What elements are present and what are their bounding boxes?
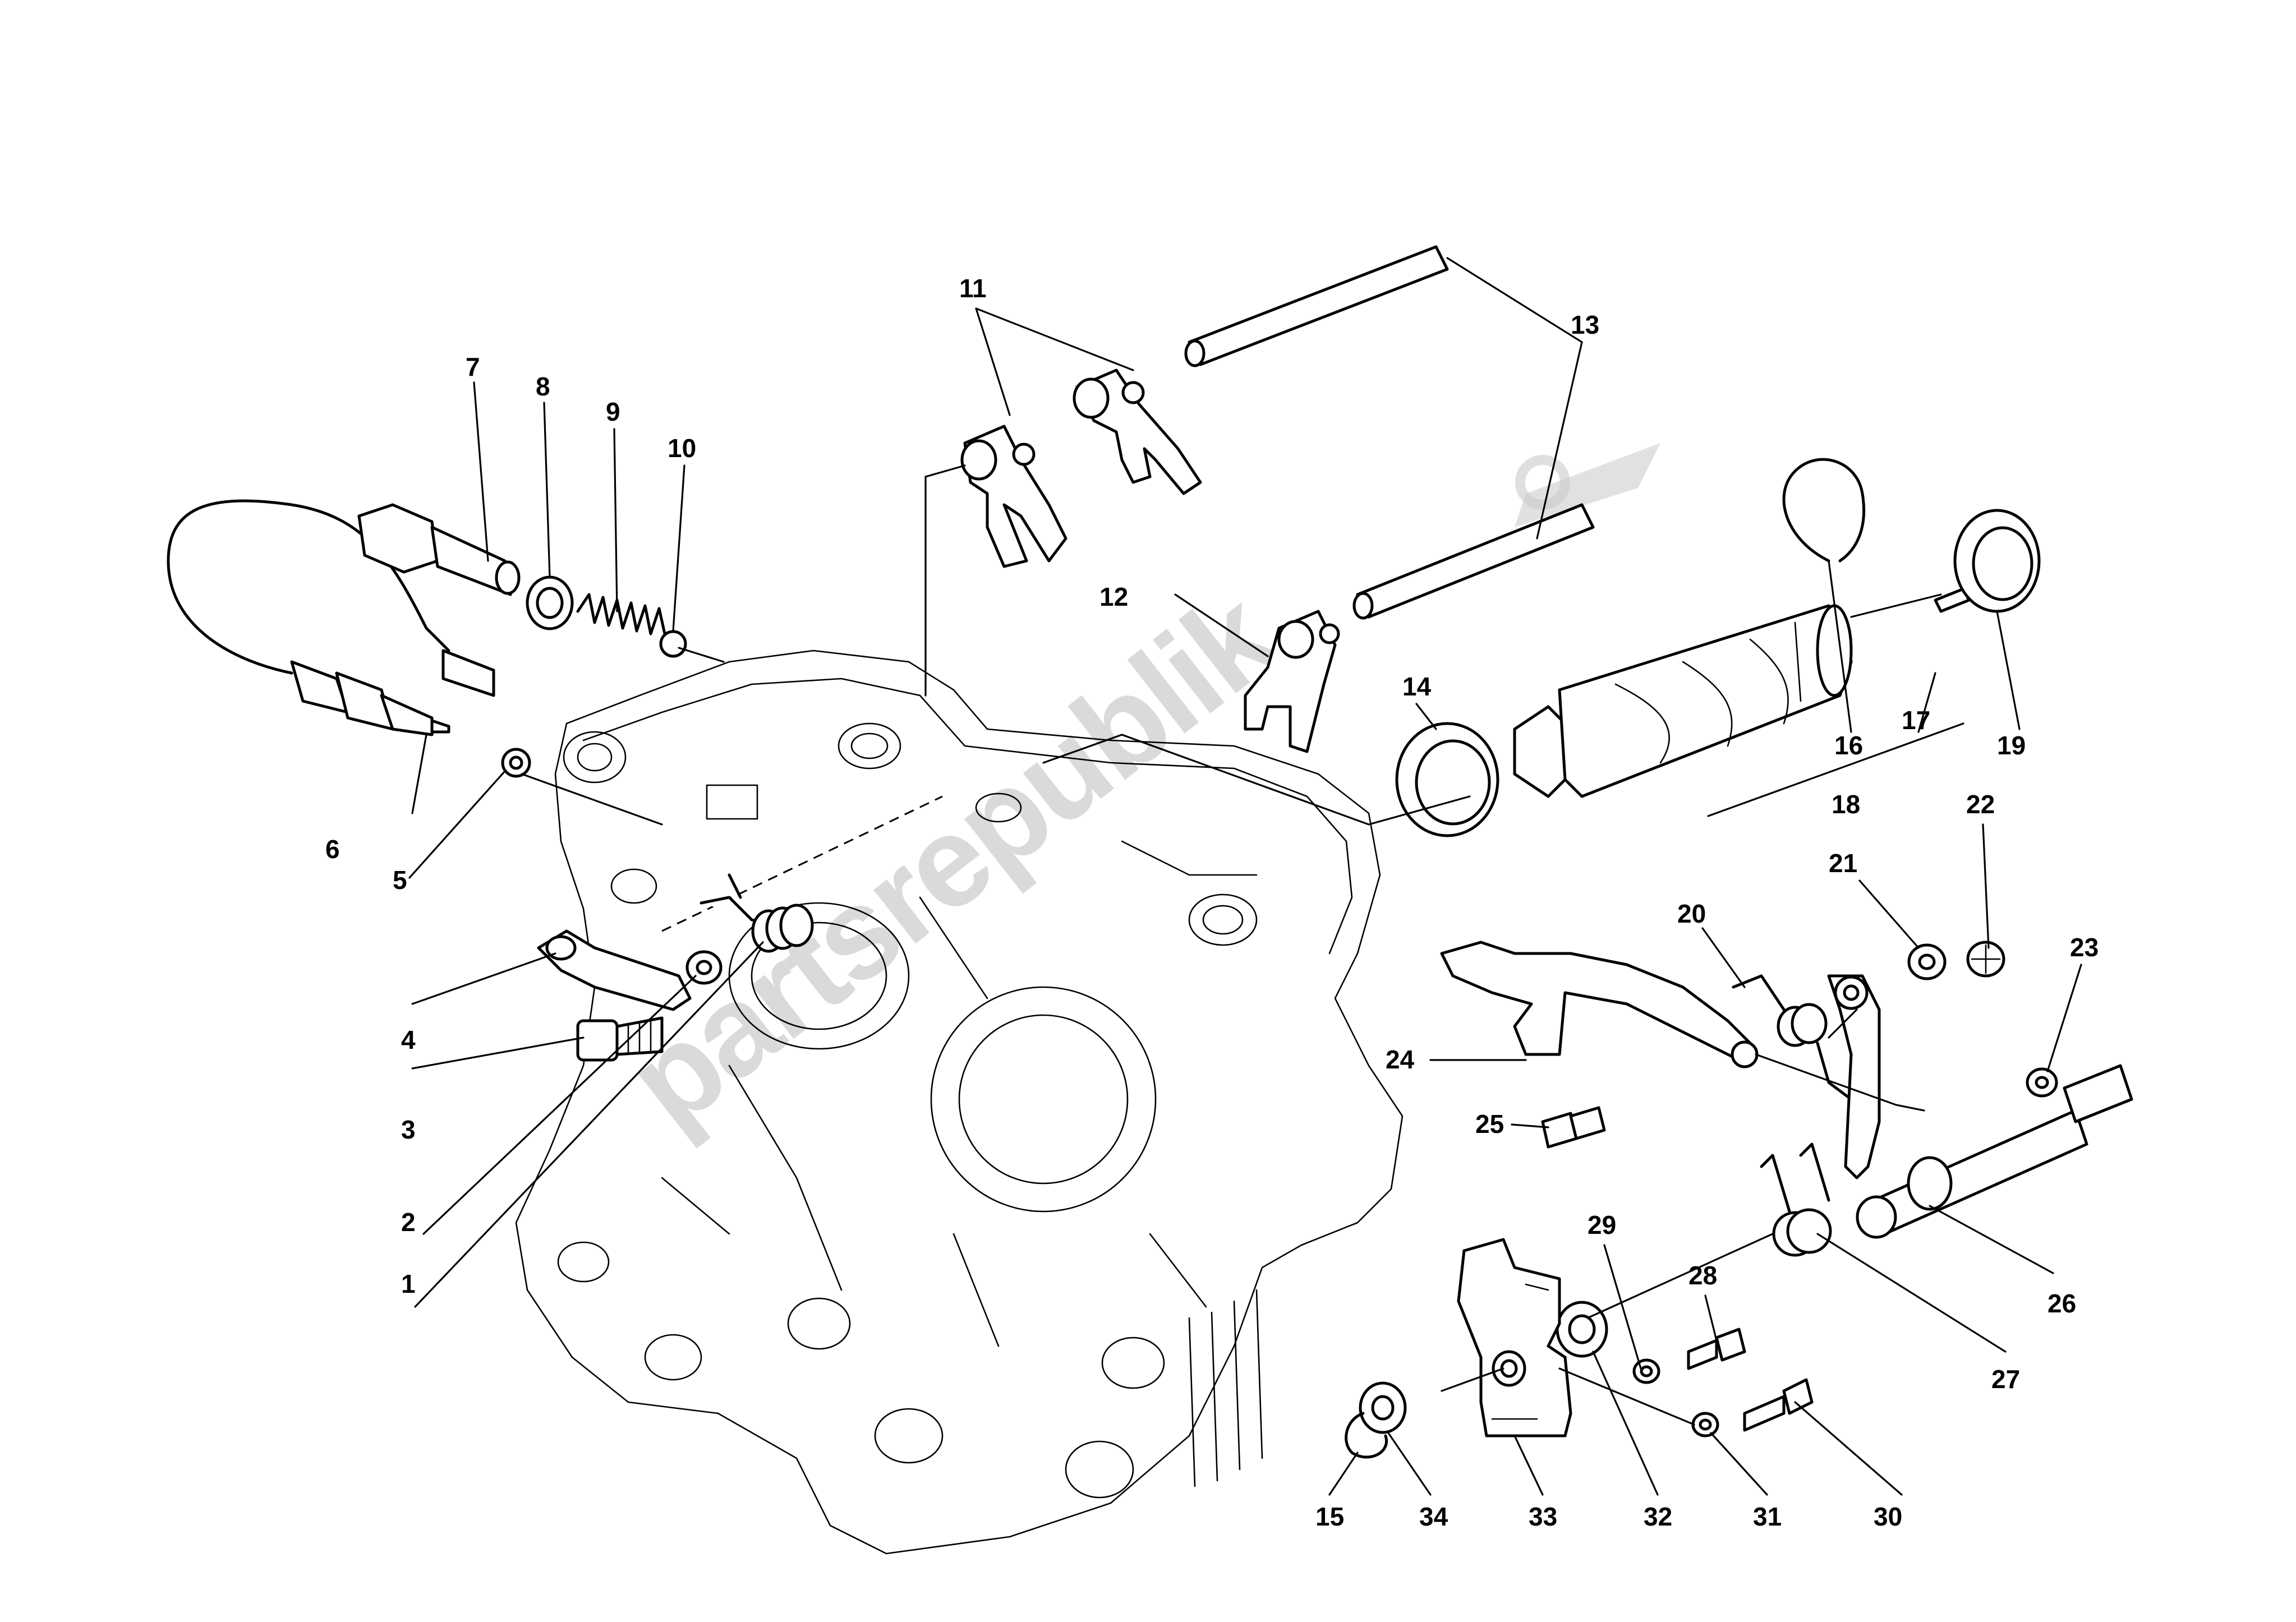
bolt-part-30 xyxy=(1743,1378,1814,1432)
callout-25: 25 xyxy=(1475,1109,1504,1139)
callout-2: 2 xyxy=(401,1208,416,1237)
shim-part-19 xyxy=(1953,509,2041,613)
crankcase-half xyxy=(515,649,1404,1555)
callout-12: 12 xyxy=(1099,582,1128,611)
callout-6: 6 xyxy=(325,835,340,864)
fork-shafts-part-13 xyxy=(1184,245,1595,620)
callout-28: 28 xyxy=(1688,1261,1717,1290)
washer-part-21 xyxy=(1907,943,1947,980)
callout-labels: 1 2 3 4 5 6 7 8 9 10 11 12 13 14 15 16 1… xyxy=(325,274,2099,1531)
callout-19: 19 xyxy=(1997,731,2026,760)
shift-forks-part-11 xyxy=(960,368,1202,568)
callout-23: 23 xyxy=(2070,933,2099,962)
bracket-part-33 xyxy=(1457,1238,1572,1437)
spring-part-1 xyxy=(700,873,814,953)
callout-8: 8 xyxy=(536,372,550,401)
callout-26: 26 xyxy=(2047,1289,2076,1318)
callout-16: 16 xyxy=(1834,731,1863,760)
callout-32: 32 xyxy=(1644,1502,1672,1531)
watermark-text: partsrepublik xyxy=(601,563,1303,1155)
washer-part-5 xyxy=(501,748,531,778)
callout-31: 31 xyxy=(1753,1502,1782,1531)
bolt-part-3 xyxy=(576,1016,664,1062)
callout-11: 11 xyxy=(959,274,987,303)
washer-part-8 xyxy=(526,575,574,630)
callout-1: 1 xyxy=(401,1269,416,1298)
callout-5: 5 xyxy=(393,865,407,895)
callout-27: 27 xyxy=(1991,1365,2020,1394)
screw-part-22 xyxy=(1966,941,2005,978)
plug-bolt-part-7 xyxy=(357,503,521,596)
callout-10: 10 xyxy=(668,434,696,463)
callout-29: 29 xyxy=(1588,1210,1616,1239)
leader-lines xyxy=(408,257,2082,1496)
shift-fork-part-12 xyxy=(1244,610,1340,753)
callout-3: 3 xyxy=(401,1115,416,1144)
callout-14: 14 xyxy=(1402,672,1432,701)
selector-drum-part-18 xyxy=(1513,604,1853,798)
callout-13: 13 xyxy=(1571,310,1599,339)
callout-18: 18 xyxy=(1832,790,1860,819)
callout-20: 20 xyxy=(1677,899,1706,928)
callout-9: 9 xyxy=(606,397,620,426)
callout-34: 34 xyxy=(1419,1502,1448,1531)
callout-22: 22 xyxy=(1966,790,1995,819)
callout-24: 24 xyxy=(1386,1045,1415,1074)
callout-15: 15 xyxy=(1315,1502,1344,1531)
stud-part-25 xyxy=(1541,1106,1606,1149)
washer-part-34 xyxy=(1359,1381,1407,1434)
circlip-part-15 xyxy=(1345,1412,1388,1459)
watermark-gear-logo xyxy=(1515,443,1660,527)
callout-33: 33 xyxy=(1529,1502,1557,1531)
callout-30: 30 xyxy=(1874,1502,1902,1531)
circlip-part-16 xyxy=(1782,458,1866,563)
sensor-part-6 xyxy=(167,499,495,736)
washer-part-29 xyxy=(1632,1358,1660,1384)
washer-part-31 xyxy=(1691,1412,1719,1437)
ball-part-10 xyxy=(659,630,687,658)
spring-part-9 xyxy=(576,593,666,635)
bearing-part-14 xyxy=(1395,722,1499,837)
spring-part-27 xyxy=(1760,1142,1832,1257)
washer-part-32 xyxy=(1556,1301,1608,1358)
axis-dashed-line xyxy=(661,795,943,932)
gearchange-shaft-part-26 xyxy=(1827,974,2133,1239)
ratchet-lever-part-24 xyxy=(1440,941,1759,1068)
callout-17: 17 xyxy=(1902,706,1930,735)
callout-4: 4 xyxy=(401,1025,416,1054)
callout-7: 7 xyxy=(466,352,480,381)
washer-part-23 xyxy=(2026,1067,2058,1098)
callout-21: 21 xyxy=(1829,849,1857,878)
lever-part-4 xyxy=(537,929,692,1011)
bolt-part-28 xyxy=(1687,1328,1746,1370)
